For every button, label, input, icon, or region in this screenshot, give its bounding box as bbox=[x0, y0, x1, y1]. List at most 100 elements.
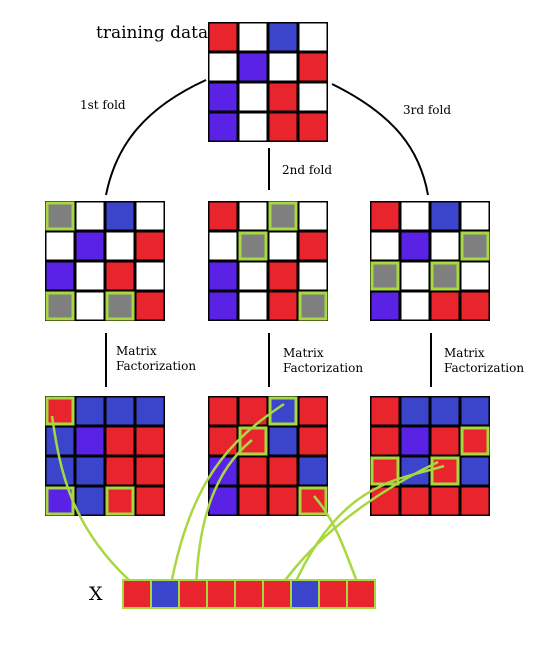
x-vector bbox=[122, 579, 376, 609]
fold-matrix-1-cell bbox=[106, 292, 134, 320]
factorized-matrix-2-highlight bbox=[268, 396, 298, 426]
x-vector-label: X bbox=[89, 583, 103, 605]
fold-matrix-1-highlight bbox=[105, 291, 135, 321]
factorized-matrix-1-cell bbox=[76, 397, 104, 425]
factorized-matrix-2-cell bbox=[299, 427, 327, 455]
fold2-label: 2nd fold bbox=[282, 163, 332, 177]
factorized-matrix-1-cell bbox=[106, 457, 134, 485]
factorized-matrix-3-cell bbox=[401, 397, 429, 425]
fold-matrix-1-cell bbox=[76, 262, 104, 290]
connector-fold3 bbox=[331, 83, 429, 196]
x-vector-cell bbox=[208, 581, 234, 607]
factorized-matrix-2-cell bbox=[209, 427, 237, 455]
mf-label-3-line2: Factorization bbox=[444, 361, 524, 375]
fold-matrix-3-cell bbox=[401, 262, 429, 290]
factorized-matrix-3-cell bbox=[371, 427, 399, 455]
fold-matrix-1-cell bbox=[106, 202, 134, 230]
fold-matrix-3-cell bbox=[371, 292, 399, 320]
fold-matrix-3-cell bbox=[461, 202, 489, 230]
factorized-matrix-3-cell bbox=[461, 487, 489, 515]
training-matrix-cell bbox=[209, 83, 237, 111]
fold-matrix-2-highlight bbox=[298, 291, 328, 321]
matrices-layer bbox=[45, 22, 490, 516]
fold-matrix-2-cell bbox=[299, 232, 327, 260]
training-data-label: training data bbox=[96, 23, 208, 43]
factorized-matrix-1-cell bbox=[136, 457, 164, 485]
fold-matrix-1-cell bbox=[136, 292, 164, 320]
fold-connectors bbox=[105, 79, 429, 196]
fold-matrix-1-cell bbox=[76, 292, 104, 320]
fold-matrix-3-cell bbox=[401, 232, 429, 260]
x-vector-cell bbox=[180, 581, 206, 607]
mf-label-1-line2: Factorization bbox=[116, 359, 196, 373]
factorized-matrix-2-cell bbox=[269, 487, 297, 515]
factorized-matrix-1-cell bbox=[76, 457, 104, 485]
fold-matrix-3-highlight bbox=[460, 231, 490, 261]
factorized-matrix-1-cell bbox=[76, 427, 104, 455]
fold-matrix-3-cell bbox=[431, 262, 459, 290]
factorized-matrix-1-cell bbox=[136, 397, 164, 425]
x-vector-cell bbox=[236, 581, 262, 607]
fold-matrix-2-cell bbox=[209, 232, 237, 260]
factorized-matrix-1-cell bbox=[76, 487, 104, 515]
factorized-matrix-3 bbox=[370, 396, 490, 516]
factorized-matrix-1-cell bbox=[106, 427, 134, 455]
training-matrix-cell bbox=[269, 83, 297, 111]
fold-matrix-2-cell bbox=[269, 262, 297, 290]
fold-matrix-1-cell bbox=[136, 232, 164, 260]
fold-matrix-1-cell bbox=[76, 202, 104, 230]
mf-label-1-line1: Matrix bbox=[116, 344, 157, 358]
fold-matrix-1-cell bbox=[136, 202, 164, 230]
fold-matrix-1-cell bbox=[76, 232, 104, 260]
training-matrix-cell bbox=[209, 53, 237, 81]
factorized-matrix-2-cell bbox=[299, 457, 327, 485]
factorized-matrix-1-cell bbox=[106, 487, 134, 515]
fold-matrix-2-cell bbox=[239, 202, 267, 230]
factorized-matrix-2-cell bbox=[239, 427, 267, 455]
fold-matrix-3-cell bbox=[461, 292, 489, 320]
fold-matrix-1-cell bbox=[46, 202, 74, 230]
fold-matrix-3-cell bbox=[461, 262, 489, 290]
factorized-matrix-1-highlight bbox=[105, 486, 135, 516]
factorized-matrix-2-cell bbox=[239, 457, 267, 485]
fold-matrix-1 bbox=[45, 201, 165, 321]
mf-connectors bbox=[105, 333, 432, 387]
factorized-matrix-3-cell bbox=[461, 427, 489, 455]
factorized-matrix-3-cell bbox=[431, 397, 459, 425]
factorized-matrix-3-cell bbox=[401, 427, 429, 455]
training-matrix-cell bbox=[239, 83, 267, 111]
fold-matrix-3 bbox=[370, 201, 490, 321]
fold-matrix-3-cell bbox=[461, 232, 489, 260]
fold-matrix-1-cell bbox=[106, 262, 134, 290]
training-matrix-cell bbox=[269, 23, 297, 51]
fold1-label: 1st fold bbox=[80, 98, 126, 112]
factorized-matrix-3-cell bbox=[431, 427, 459, 455]
fold-matrix-3-highlight bbox=[370, 261, 400, 291]
factorized-matrix-3-cell bbox=[461, 457, 489, 485]
mapping-line-4 bbox=[313, 495, 362, 591]
factorized-matrix-3-highlight bbox=[430, 456, 460, 486]
fold-matrix-2-cell bbox=[299, 202, 327, 230]
fold-matrix-3-cell bbox=[401, 292, 429, 320]
fold-matrix-1-cell bbox=[46, 262, 74, 290]
fold-matrix-3-cell bbox=[431, 292, 459, 320]
factorized-matrix-2-cell bbox=[239, 487, 267, 515]
factorized-matrix-1-cell bbox=[106, 397, 134, 425]
training-matrix-cell bbox=[239, 23, 267, 51]
fold-matrix-2-cell bbox=[299, 292, 327, 320]
fold-matrix-3-cell bbox=[371, 262, 399, 290]
factorized-matrix-2-cell bbox=[299, 397, 327, 425]
fold-matrix-2-highlight bbox=[238, 231, 268, 261]
fold-matrix-3-cell bbox=[371, 232, 399, 260]
fold-matrix-2-cell bbox=[269, 292, 297, 320]
fold-matrix-2-highlight bbox=[268, 201, 298, 231]
fold3-label: 3rd fold bbox=[403, 103, 451, 117]
x-vector-cell bbox=[152, 581, 178, 607]
fold-matrix-2-cell bbox=[239, 292, 267, 320]
training-matrix bbox=[208, 22, 328, 142]
factorized-matrix-3-cell bbox=[461, 397, 489, 425]
factorized-matrix-1-highlight bbox=[45, 396, 75, 426]
training-matrix-cell bbox=[299, 23, 327, 51]
x-vector-cell bbox=[320, 581, 346, 607]
